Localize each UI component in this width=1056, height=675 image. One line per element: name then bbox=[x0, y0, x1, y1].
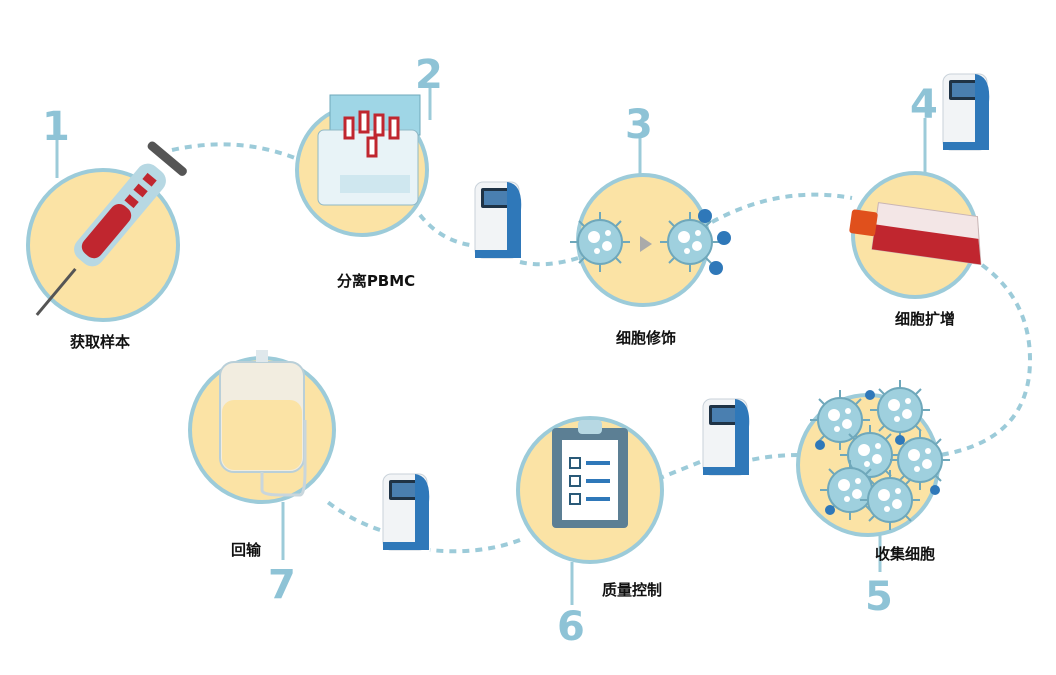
number-stems bbox=[55, 88, 927, 605]
step-number-4: 4 bbox=[910, 82, 938, 128]
cell-modification-icon bbox=[569, 209, 731, 275]
step-label-2: 分离PBMC bbox=[336, 272, 416, 290]
step-number-6: 6 bbox=[557, 604, 585, 650]
step-label-3: 细胞修饰 bbox=[615, 329, 677, 347]
centrifuge-icon bbox=[317, 94, 421, 206]
culture-flask-icon bbox=[849, 202, 982, 266]
step-number-7: 7 bbox=[268, 562, 296, 608]
checklist-clipboard-icon bbox=[552, 420, 628, 528]
step-number-1: 1 bbox=[42, 104, 70, 150]
step-number-3: 3 bbox=[625, 102, 653, 148]
step-number-2: 2 bbox=[415, 52, 443, 98]
step-label-4: 细胞扩增 bbox=[894, 310, 956, 328]
step-number-5: 5 bbox=[865, 574, 893, 620]
step-label-7: 回输 bbox=[230, 541, 262, 559]
syringe-icon bbox=[35, 141, 187, 316]
cell-counter-device-icon bbox=[474, 181, 522, 259]
step-label-1: 获取样本 bbox=[69, 333, 131, 351]
cell-cluster-icon bbox=[809, 379, 951, 531]
cell-counter-device-icon bbox=[942, 73, 990, 151]
cell-counter-device-icon bbox=[702, 398, 750, 476]
dashed-connector-path bbox=[171, 142, 1033, 554]
step-label-6: 质量控制 bbox=[601, 581, 663, 599]
step-label-5: 收集细胞 bbox=[874, 545, 936, 563]
cell-counter-device-icon bbox=[382, 473, 430, 551]
iv-bag-icon bbox=[219, 350, 307, 497]
